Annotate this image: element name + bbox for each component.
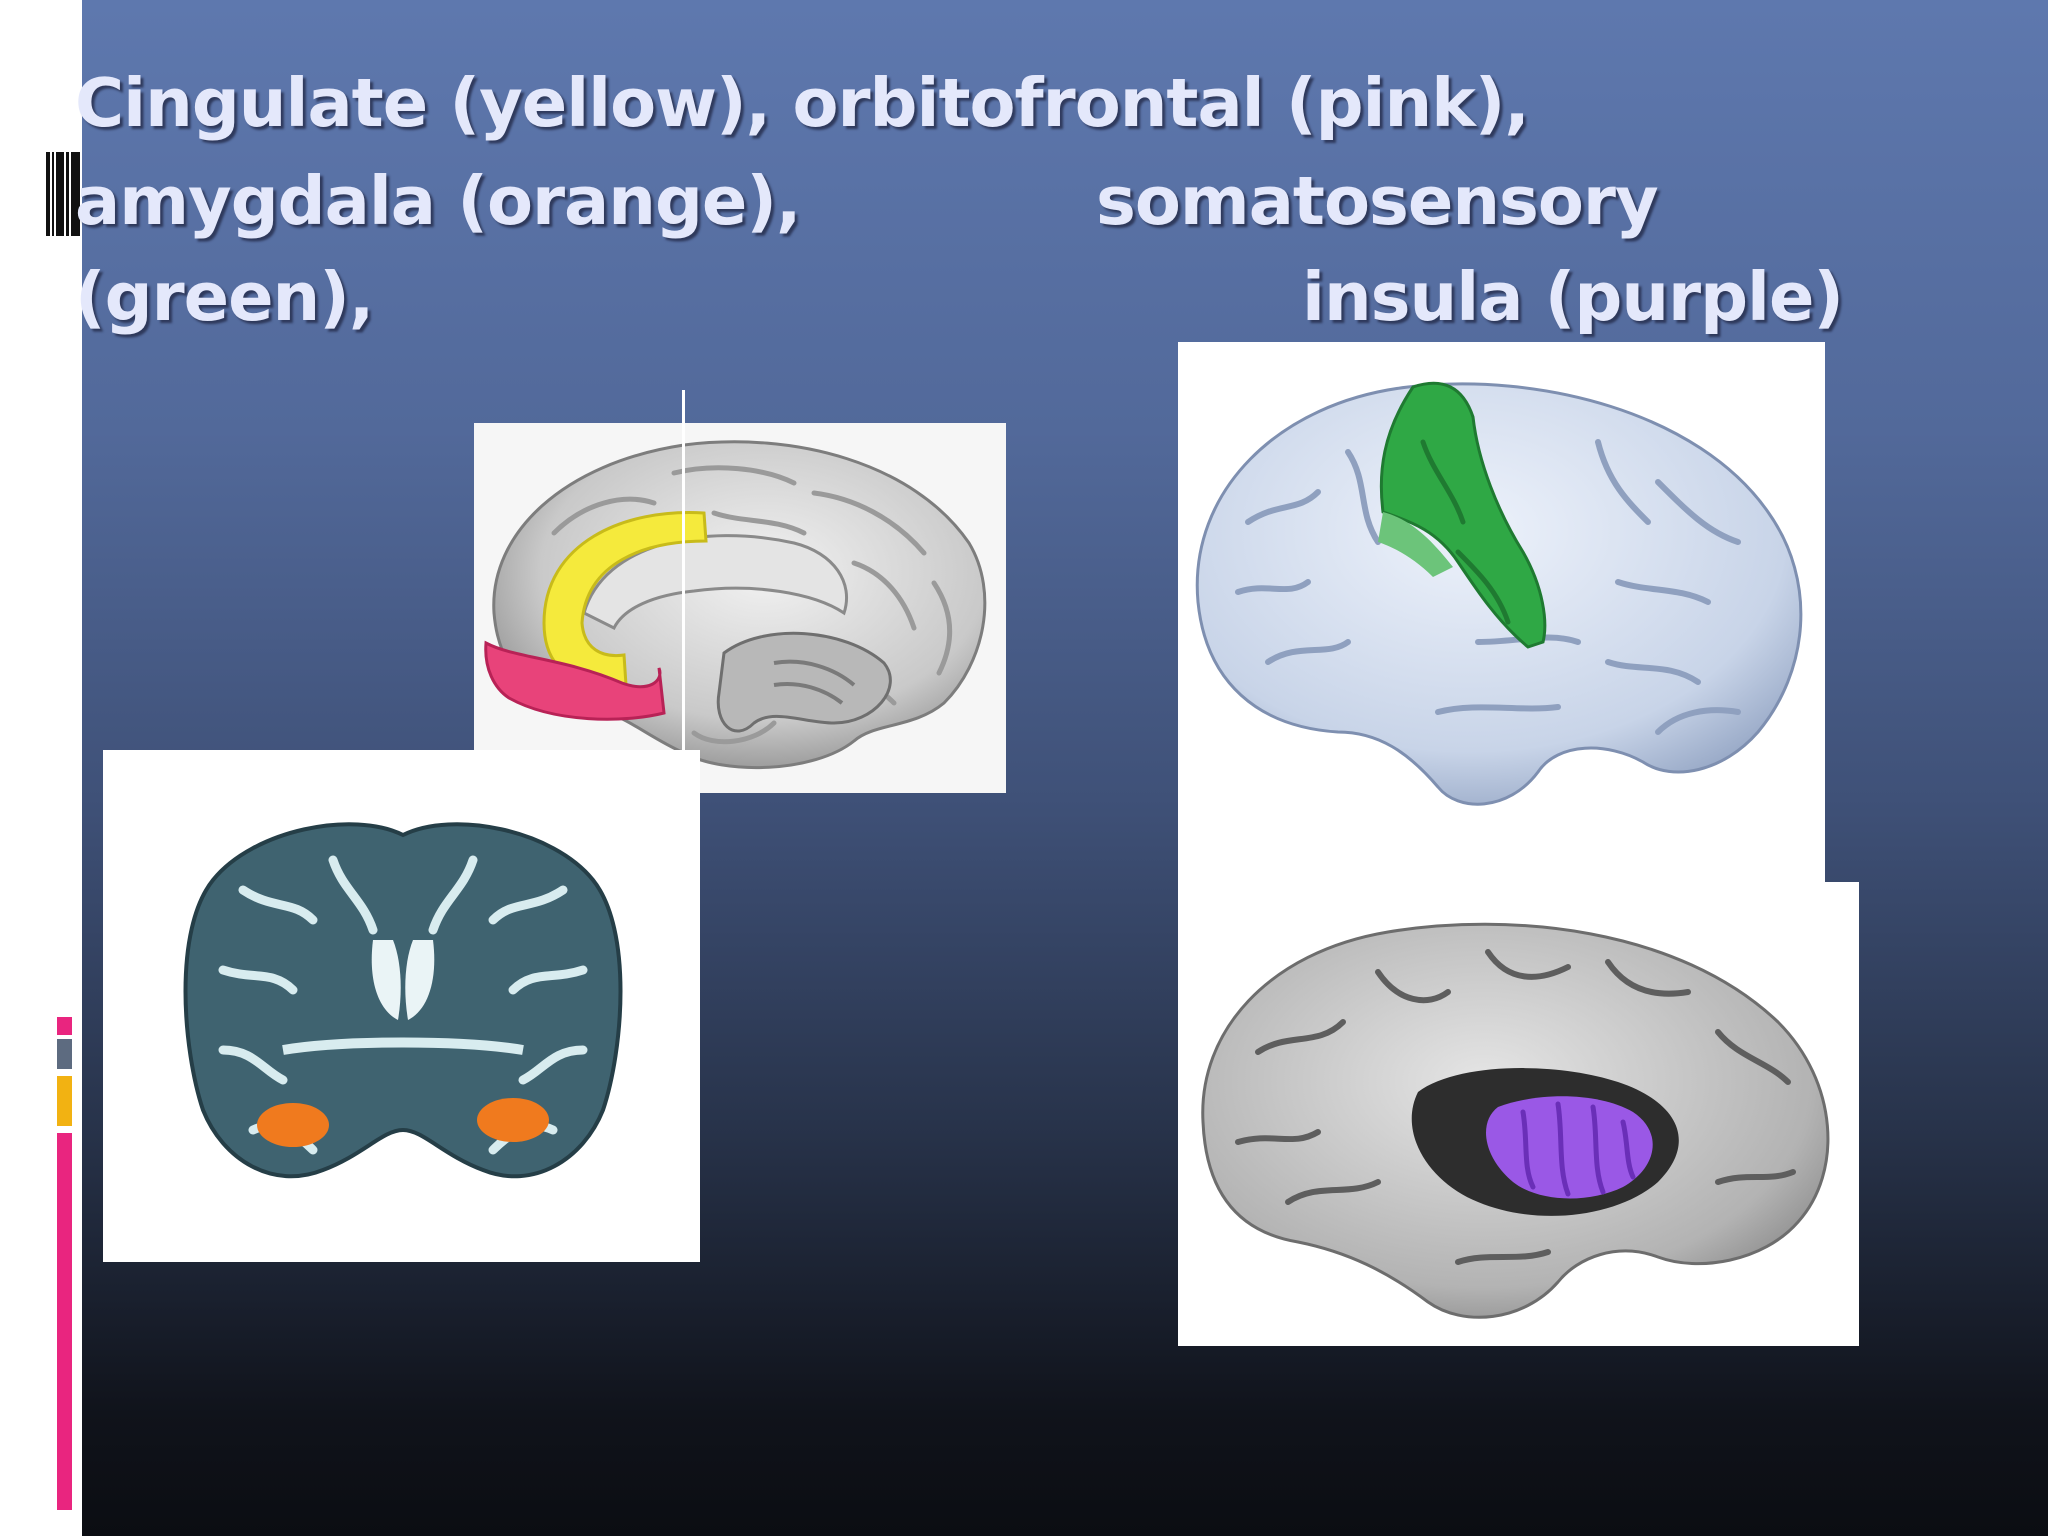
coronal-brain-slice-icon — [183, 822, 623, 1179]
title-line-amygdala: amygdala (orange), — [75, 162, 801, 240]
insula-brain-image — [1178, 882, 1859, 1346]
title-line-cingulate: Cingulate (yellow), orbitofrontal (pink)… — [75, 64, 1530, 142]
lateral-brain-insula-exposed-icon — [1201, 922, 1830, 1319]
barcode-mark-icon — [46, 152, 80, 236]
divider-line — [682, 390, 685, 796]
title-line-green: (green), — [75, 258, 374, 336]
lateral-brain-image — [1178, 342, 1825, 884]
medial-brain-image — [474, 423, 1006, 793]
title-line-somatosensory: somatosensory — [1096, 162, 1659, 240]
medial-brain-illustration-icon — [484, 440, 987, 770]
accent-bar-pink-small — [57, 1017, 72, 1035]
accent-bar-gray — [57, 1039, 72, 1069]
accent-bar-gold — [57, 1076, 72, 1126]
coronal-slice-image — [103, 750, 700, 1262]
accent-bar-pink — [57, 1133, 72, 1510]
lateral-brain-illustration-icon — [1195, 381, 1803, 806]
title-line-insula: insula (purple) — [1302, 258, 1844, 336]
